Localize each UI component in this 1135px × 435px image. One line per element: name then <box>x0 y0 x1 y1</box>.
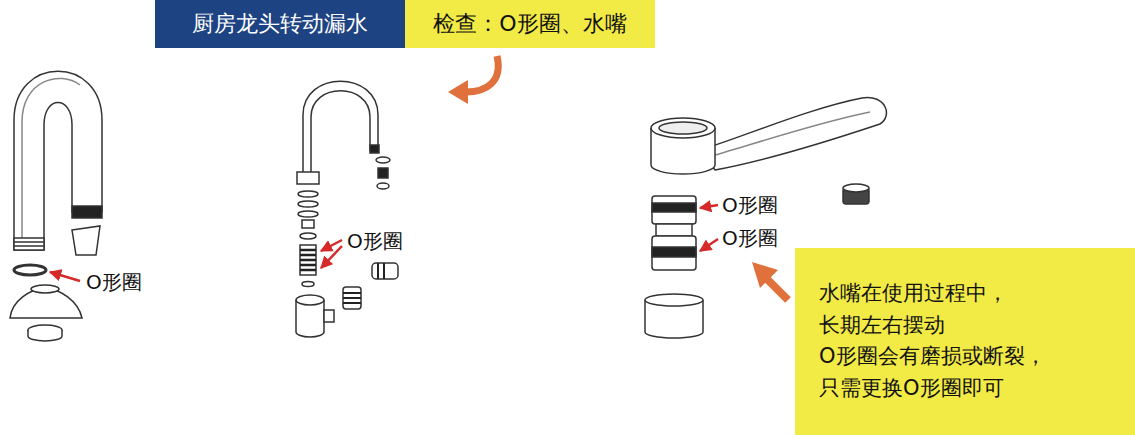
thread-lines <box>14 242 44 246</box>
check-band: 检查：O形圈、水嘴 <box>405 0 655 48</box>
note-box: 水嘴在使用过程中， 长期左右摆动 O形圈会有磨损或断裂， 只需更换O形圈即可 <box>795 248 1135 435</box>
straight-arrow <box>766 278 788 300</box>
small-ring <box>376 157 390 163</box>
o-ring <box>300 233 316 239</box>
spout <box>14 71 102 250</box>
o-ring <box>302 282 314 287</box>
leader-arrow <box>321 246 342 268</box>
cartridge-neck <box>656 224 692 236</box>
leader-arrows <box>50 205 718 281</box>
spout <box>303 81 378 178</box>
cartridge-top <box>652 196 696 224</box>
thread <box>14 238 44 250</box>
part-label: O形圈 <box>347 229 403 253</box>
part-label: O形圈 <box>722 226 778 250</box>
cone-piece <box>72 226 100 255</box>
nozzle-ring <box>370 145 379 153</box>
body-top <box>651 118 715 138</box>
curved-arrow-head <box>448 80 468 104</box>
spout-shade <box>712 112 870 156</box>
aerator <box>343 287 361 309</box>
o-ring-band <box>652 203 696 212</box>
title-band: 厨房龙头转动漏水 <box>155 0 405 48</box>
o-ring-band <box>652 247 696 257</box>
gooseneck-faucet-left <box>10 71 102 341</box>
o-ring <box>298 201 318 207</box>
body-outlet <box>324 310 334 322</box>
base-top <box>645 294 703 306</box>
straight-arrow-head <box>752 262 778 288</box>
leader-arrow <box>700 239 718 251</box>
nozzle-ring <box>72 206 102 218</box>
cartridge-rings <box>300 250 316 270</box>
gooseneck-faucet-middle <box>296 81 398 337</box>
small-ring <box>377 183 389 189</box>
curved-arrow <box>466 56 498 92</box>
o-ring <box>298 211 318 217</box>
part-label: O形圈 <box>722 193 778 217</box>
o-ring <box>14 265 46 275</box>
aerator-thread <box>343 293 361 303</box>
spacer <box>302 220 314 228</box>
cartridge <box>300 245 316 275</box>
body-top <box>296 295 324 305</box>
base-ring-side <box>28 330 62 341</box>
orange-pointers <box>448 56 788 300</box>
o-ring <box>298 191 318 197</box>
spout-collar <box>297 172 319 184</box>
leader-arrow <box>700 205 718 208</box>
aerator-top <box>843 184 869 192</box>
flange-top <box>31 285 59 293</box>
valve-thread <box>378 263 384 279</box>
spout <box>700 98 886 170</box>
heading-text: 厨房龙头转动漏水 <box>192 11 368 37</box>
small-part <box>378 168 388 178</box>
cartridge-bottom <box>652 236 696 270</box>
note-text: 水嘴在使用过程中， 长期左右摆动 O形圈会有磨损或断裂， 只需更换O形圈即可 <box>819 278 1069 404</box>
part-label: O形圈 <box>86 270 142 294</box>
heading-text: 检查：O形圈、水嘴 <box>433 11 626 37</box>
valve-part <box>372 263 398 279</box>
leader-arrow <box>50 272 80 281</box>
body-opening <box>659 122 707 134</box>
